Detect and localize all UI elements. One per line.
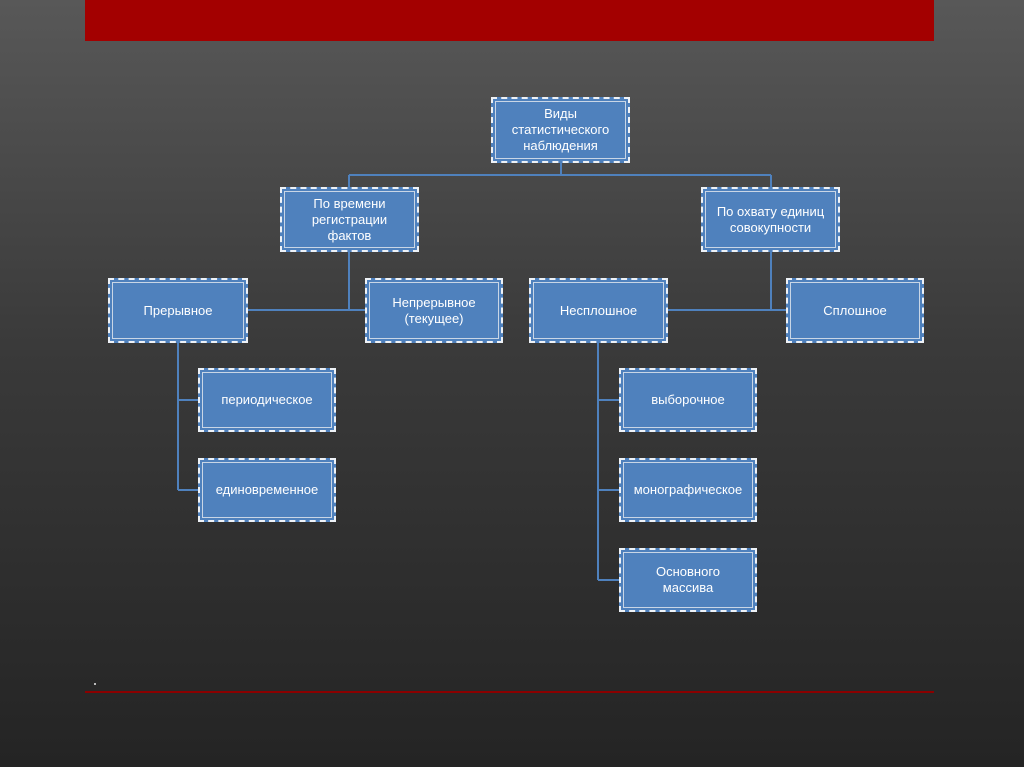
bottom-divider-line <box>85 691 934 693</box>
small-dot <box>94 683 96 685</box>
node-by-time: По времени регистрации фактов <box>280 187 419 252</box>
connector-partial <box>597 343 619 581</box>
node-partial: Несплошное <box>529 278 668 343</box>
node-periodic: периодическое <box>198 368 336 432</box>
node-one-time: единовременное <box>198 458 336 522</box>
node-monographic: монографическое <box>619 458 757 522</box>
node-main-array: Основного массива <box>619 548 757 612</box>
top-accent-bar <box>85 0 934 41</box>
node-discontinuous: Прерывное <box>108 278 248 343</box>
node-complete: Сплошное <box>786 278 924 343</box>
connector-root <box>348 163 772 188</box>
connector-discontinuous <box>177 343 198 491</box>
node-sample: выборочное <box>619 368 757 432</box>
node-root: Виды статистического наблюдения <box>491 97 630 163</box>
node-by-coverage: По охвату единиц совокупности <box>701 187 840 252</box>
connector-by-coverage <box>668 252 786 311</box>
node-continuous: Непрерывное (текущее) <box>365 278 503 343</box>
connector-by-time <box>248 252 365 311</box>
